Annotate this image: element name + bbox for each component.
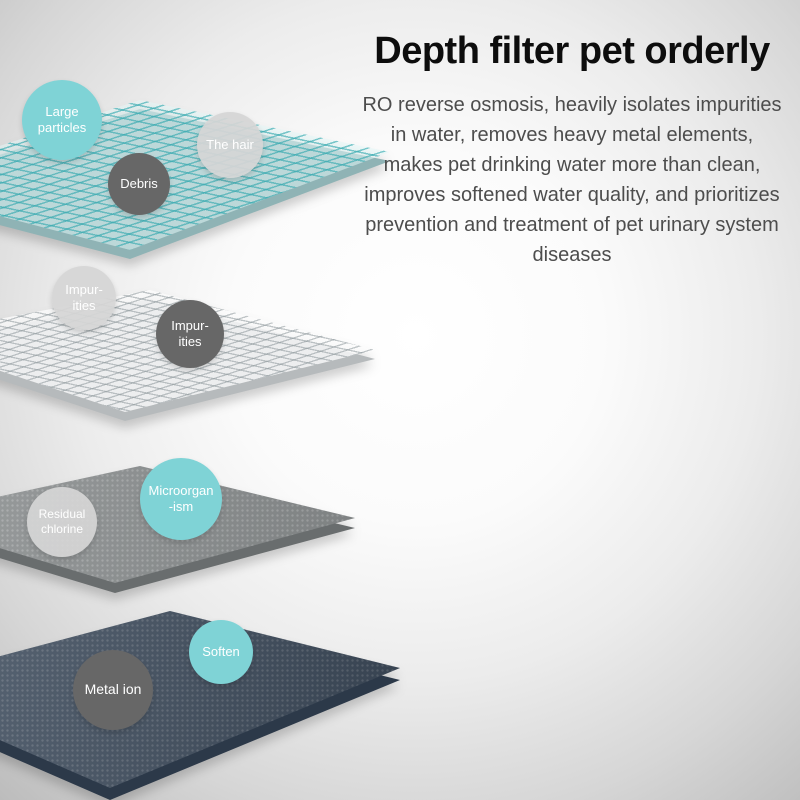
bubble-debris: Debris <box>108 153 170 215</box>
bubble-microorganism: Microorgan -ism <box>140 458 222 540</box>
bubble-impurities-dark: Impur- ities <box>156 300 224 368</box>
bubble-metal-ion: Metal ion <box>73 650 153 730</box>
bubble-impurities-light: Impur- ities <box>52 266 116 330</box>
page-title: Depth filter pet orderly <box>374 30 770 72</box>
bubble-residual-chlorine: Residual chlorine <box>27 487 97 557</box>
description-text: RO reverse osmosis, heavily isolates imp… <box>362 94 782 266</box>
filter-layer-membrane <box>0 593 430 800</box>
bubble-the-hair: The hair <box>197 112 263 178</box>
bubble-soften: Soften <box>189 620 253 684</box>
bubble-large-particles: Large particles <box>22 80 102 160</box>
